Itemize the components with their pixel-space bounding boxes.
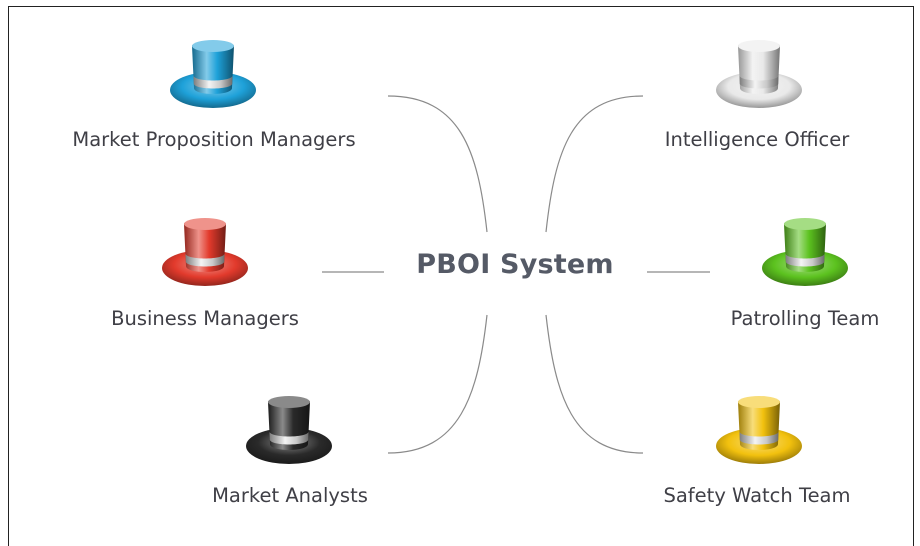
hat-top	[192, 40, 234, 52]
role-label-intelligence-officer: Intelligence Officer	[664, 128, 850, 151]
blue-hat-icon	[170, 40, 256, 108]
role-label-business-managers: Business Managers	[111, 307, 299, 330]
connector-top-left	[387, 95, 488, 233]
green-hat-icon	[762, 218, 848, 286]
hat-band	[785, 254, 825, 267]
hat-top	[738, 396, 780, 408]
yellow-hat-icon	[716, 396, 802, 464]
center-node-title: PBOI System	[416, 249, 614, 280]
role-label-patrolling-team: Patrolling Team	[730, 307, 880, 330]
hat-band	[269, 432, 309, 445]
role-label-market-proposition-managers: Market Proposition Managers	[72, 128, 356, 151]
red-hat-icon	[162, 218, 248, 286]
hat-band	[739, 432, 779, 445]
connector-bottom-left	[387, 314, 488, 454]
hat-top	[738, 40, 780, 52]
hat-band	[193, 76, 233, 89]
role-label-market-analysts: Market Analysts	[212, 484, 368, 507]
hat-top	[184, 218, 226, 230]
hat-top	[268, 396, 310, 408]
connector-top-right	[545, 95, 644, 233]
hat-band	[739, 76, 779, 89]
black-hat-icon	[246, 396, 332, 464]
connector-bottom-right	[545, 314, 644, 454]
white-hat-icon	[716, 40, 802, 108]
hat-top	[784, 218, 826, 230]
hat-band	[185, 254, 225, 267]
role-label-safety-watch-team: Safety Watch Team	[663, 484, 851, 507]
